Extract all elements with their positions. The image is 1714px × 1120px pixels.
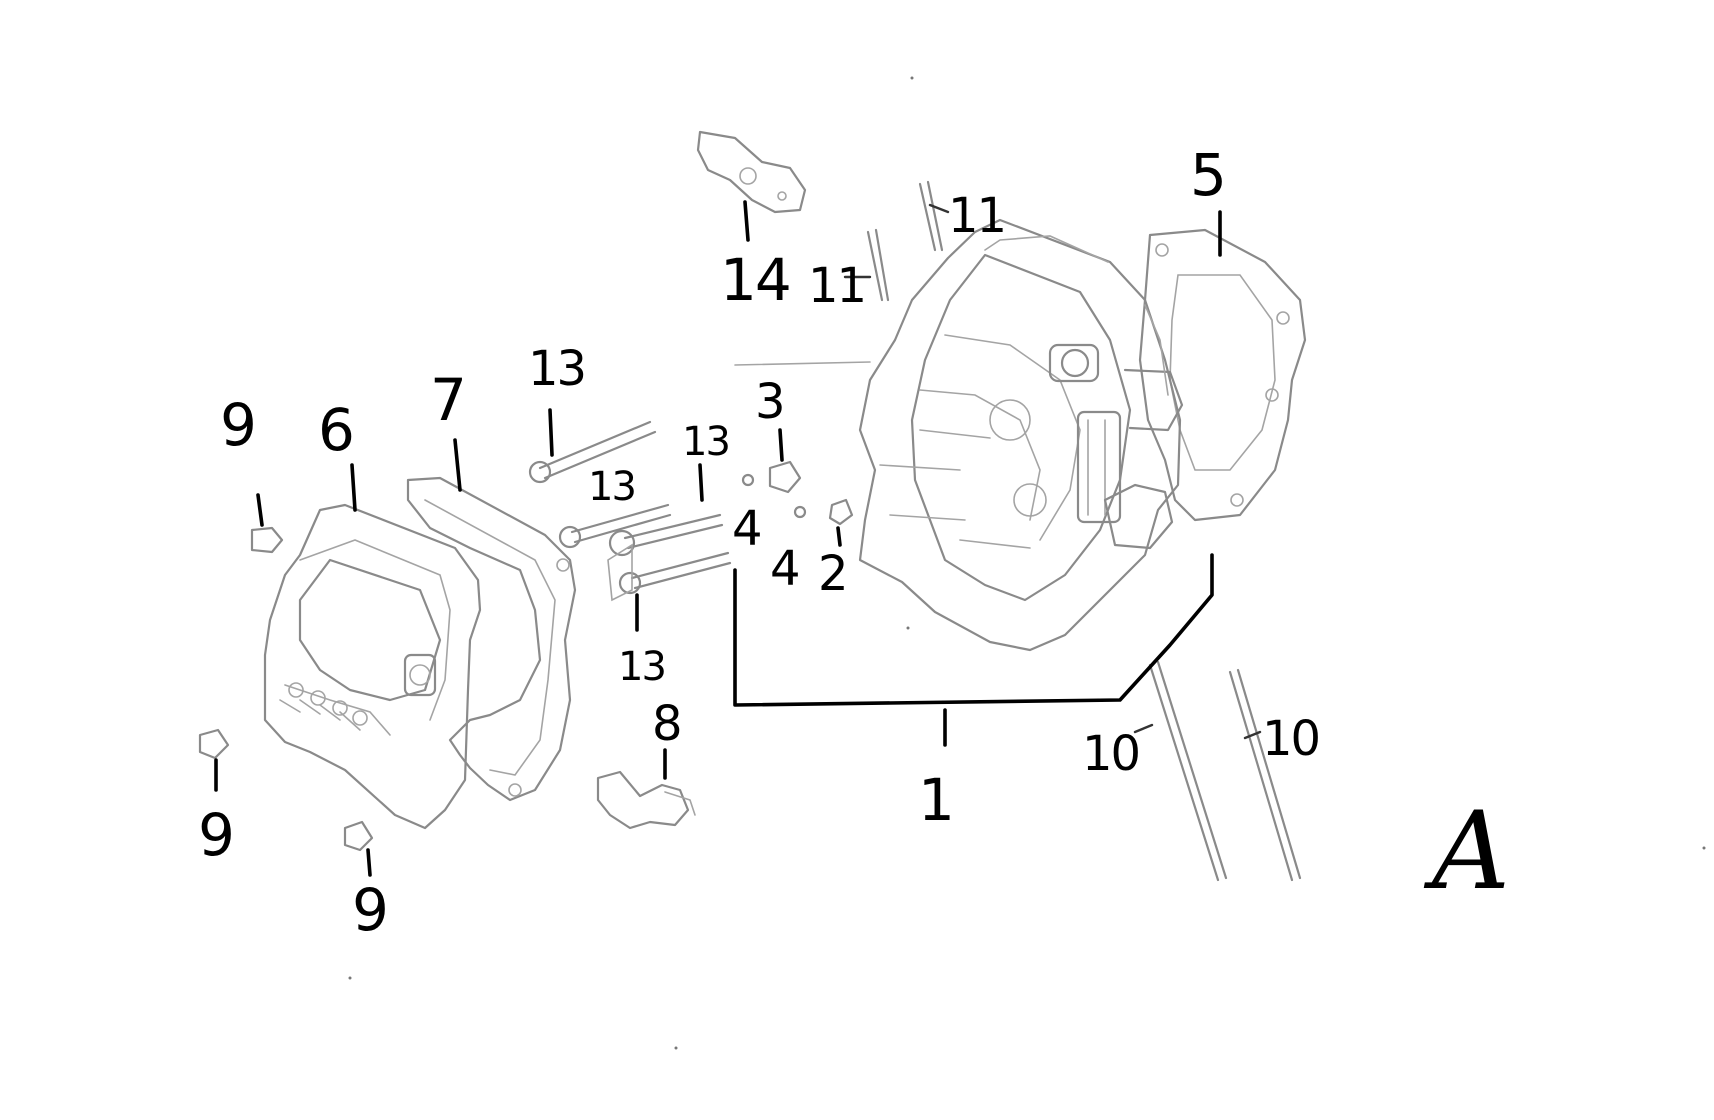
part-3-fitting — [768, 460, 802, 494]
callout-13-mid: 13 — [682, 419, 729, 465]
callout-10-left: 10 — [1082, 726, 1139, 782]
callout-4a: 4 — [732, 501, 761, 557]
callout-8: 8 — [652, 696, 681, 752]
callout-5: 5 — [1190, 141, 1225, 209]
sheet-label: A — [1423, 789, 1510, 914]
part-13-bolts — [528, 420, 732, 602]
part-9-nuts — [198, 526, 374, 852]
callout-7: 7 — [430, 366, 465, 434]
callout-4b: 4 — [770, 541, 799, 597]
callout-1: 1 — [918, 766, 953, 834]
callout-2: 2 — [818, 546, 847, 602]
part-14-gasket — [696, 130, 807, 214]
part-11-studs — [866, 180, 944, 302]
part-5-gasket — [1138, 228, 1307, 522]
callout-13-left: 13 — [588, 464, 635, 510]
callout-6: 6 — [318, 396, 353, 464]
part-7-gasket — [406, 476, 577, 802]
scan-specks — [348, 76, 1706, 1050]
callout-11-left: 11 — [808, 258, 865, 314]
callout-13-top: 13 — [528, 341, 585, 397]
part-10-studs — [1148, 660, 1302, 882]
callout-11-top: 11 — [948, 188, 1005, 244]
hairline-3 — [734, 361, 871, 366]
callout-13-bottom: 13 — [618, 644, 665, 690]
callout-10-right: 10 — [1262, 711, 1319, 767]
part-2-plug — [828, 498, 854, 526]
callout-14: 14 — [720, 246, 790, 314]
part-1-cylinder-head — [858, 218, 1184, 652]
callout-3: 3 — [755, 374, 784, 430]
callout-9-left: 9 — [198, 801, 233, 869]
part-8-hose — [596, 770, 696, 830]
part-6-valve-cover — [263, 503, 482, 830]
part-4-washers — [741, 473, 807, 519]
leader-lines — [214, 200, 1262, 877]
callout-9-bottom: 9 — [352, 876, 387, 944]
callout-9-top: 9 — [220, 391, 255, 459]
